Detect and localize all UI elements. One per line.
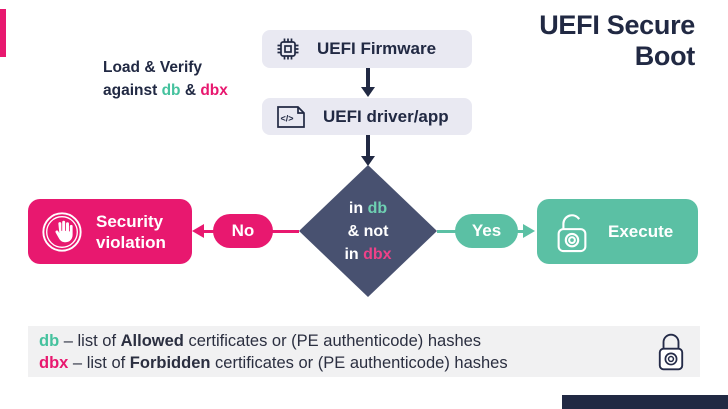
yes-pill: Yes: [455, 214, 518, 248]
legend-text-mid: – list of: [68, 354, 130, 372]
yes-branch-arrowhead: [523, 224, 535, 238]
no-branch-arrowhead: [192, 224, 204, 238]
execute-box: Execute: [537, 199, 698, 264]
legend-row-dbx: dbx – list of Forbidden certificates or …: [39, 352, 508, 374]
legend-text-rest: certificates or (PE authenticode) hashes: [210, 354, 508, 372]
security-violation-label: Security violation: [96, 211, 166, 253]
flow-arrow-driver-to-decision: [366, 135, 370, 157]
uefi-firmware-label: UEFI Firmware: [317, 39, 437, 58]
uefi-driver-label: UEFI driver/app: [323, 106, 449, 126]
decision-text: in: [348, 199, 368, 217]
no-label: No: [231, 221, 255, 240]
decision-line-1: in db: [349, 197, 387, 220]
flow-arrow-firmware-to-driver: [366, 68, 370, 88]
execute-label: Execute: [608, 221, 674, 241]
uefi-driver-box: </> UEFI driver/app: [262, 98, 472, 135]
annotation-line-1: Load & Verify: [103, 59, 203, 76]
open-padlock-icon: [557, 213, 587, 252]
decision-line-2: & not: [347, 222, 389, 240]
code-file-icon: </>: [277, 105, 305, 128]
annotation-text: against: [103, 82, 162, 99]
annotation-text: &: [180, 82, 201, 99]
security-violation-line-2: violation: [96, 232, 166, 252]
db-keyword: db: [161, 82, 181, 99]
legend-allowed: Allowed: [120, 332, 184, 350]
decision-line-3: in dbx: [344, 243, 391, 266]
page-title-line-2: Boot: [634, 40, 696, 71]
dbx-keyword: dbx: [39, 354, 69, 372]
accent-bar-left: [0, 9, 6, 57]
code-glyph: </>: [280, 113, 293, 123]
load-verify-annotation: Load & Verify against db & dbx: [103, 56, 228, 102]
decision-text: in: [344, 245, 364, 263]
decision-diamond: in db & not in dbx: [299, 165, 437, 297]
accent-bar-bottom: [562, 395, 728, 409]
annotation-line-2: against db & dbx: [103, 79, 228, 102]
closed-padlock-icon: [658, 333, 684, 371]
legend-row-db: db – list of Allowed certificates or (PE…: [39, 330, 508, 352]
no-pill: No: [213, 214, 273, 248]
page-title-line-1: UEFI Secure: [539, 10, 695, 40]
legend-forbidden: Forbidden: [129, 354, 211, 372]
page-title: UEFI Secure Boot: [539, 10, 695, 72]
db-keyword: db: [39, 332, 60, 350]
stop-hand-icon: [42, 211, 82, 252]
legend-bar: db – list of Allowed certificates or (PE…: [28, 326, 700, 377]
db-keyword: db: [367, 199, 388, 217]
security-violation-line-1: Security: [96, 211, 164, 231]
legend-text-rest: certificates or (PE authenticode) hashes: [183, 332, 482, 350]
dbx-keyword: dbx: [200, 82, 228, 99]
flow-arrowhead-driver-to-decision: [361, 156, 375, 166]
flow-arrowhead-firmware-to-driver: [361, 87, 375, 97]
yes-label: Yes: [471, 221, 502, 240]
security-violation-box: Security violation: [28, 199, 192, 264]
dbx-keyword: dbx: [363, 245, 392, 263]
legend-text-mid: – list of: [59, 332, 121, 350]
uefi-firmware-box: UEFI Firmware: [262, 30, 472, 68]
cpu-chip-icon: [277, 38, 299, 60]
legend-text: db – list of Allowed certificates or (PE…: [39, 330, 508, 374]
